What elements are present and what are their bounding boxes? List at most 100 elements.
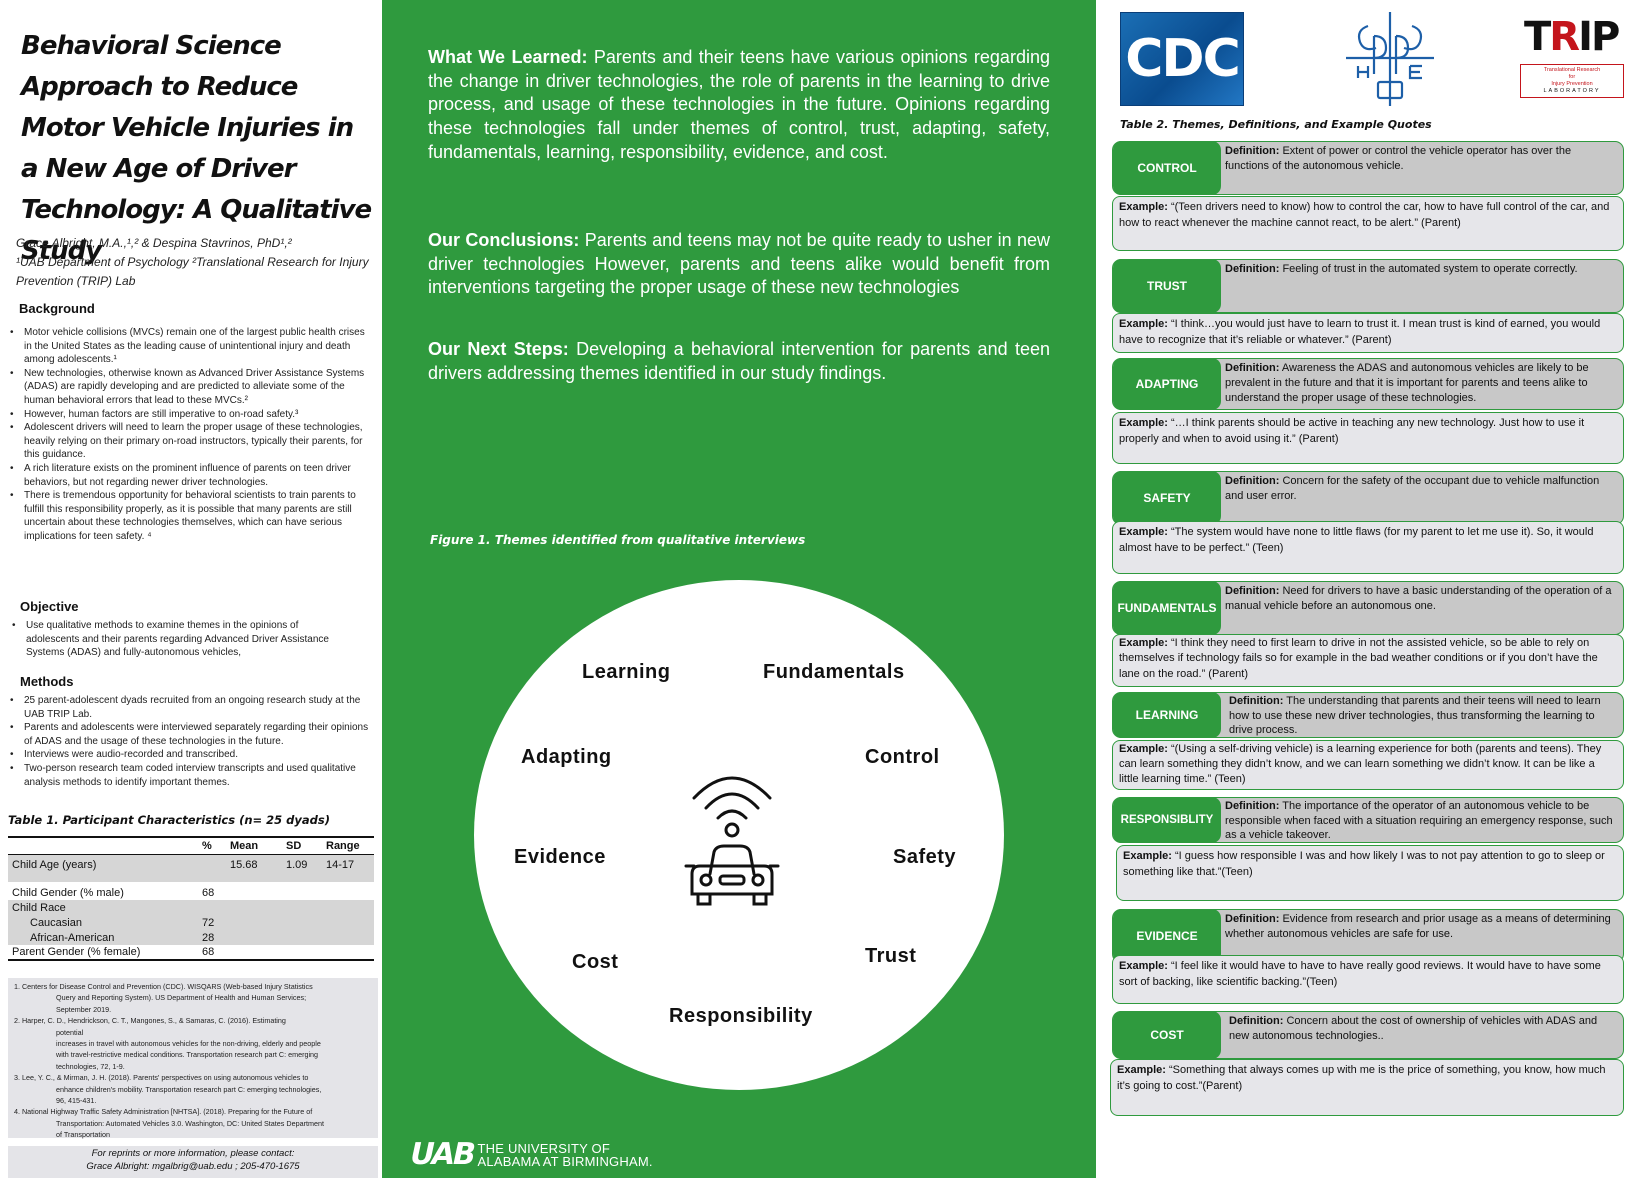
table-cell xyxy=(322,882,374,900)
theme-label: ADAPTING xyxy=(1113,358,1221,410)
table-cell: 68 xyxy=(202,887,215,899)
table-header: SD xyxy=(282,837,322,855)
trip-sub-line: for xyxy=(1568,74,1576,80)
theme-label: SAFETY xyxy=(1113,471,1221,525)
definition-text: Definition: Feeling of trust in the auto… xyxy=(1225,262,1615,277)
table-header-row: % Mean SD Range xyxy=(8,837,374,855)
participant-table: % Mean SD Range Child Age (years) 15.68 … xyxy=(8,836,374,961)
example-body: “I feel like it would have to have to ha… xyxy=(1119,960,1601,988)
methods-heading: Methods xyxy=(20,674,74,689)
theme-label: TRUST xyxy=(1113,259,1221,313)
reference-item: 4. National Highway Traffic Safety Admin… xyxy=(14,1107,313,1117)
reference-cont: increases in travel with autonomous vehi… xyxy=(56,1039,321,1049)
what-we-learned: What We Learned: Parents and their teens… xyxy=(428,46,1050,165)
example-quote-box: Example: “I think they need to first lea… xyxy=(1112,634,1624,687)
table-cell: Parent Gender (% female) xyxy=(12,946,141,958)
reference-cont: technologies, 72, 1-9. xyxy=(56,1061,125,1071)
example-prefix: Example: xyxy=(1119,318,1168,330)
table2-caption: Table 2. Themes, Definitions, and Exampl… xyxy=(1120,118,1432,131)
definition-prefix: Definition: xyxy=(1225,913,1280,925)
table-cell: Child Race xyxy=(8,900,198,915)
theme-label: COST xyxy=(1113,1011,1221,1059)
reference-cont: of Transportation xyxy=(56,1130,110,1140)
table-cell: 14-17 xyxy=(322,854,374,882)
example-body: “I think…you would just have to learn to… xyxy=(1119,318,1601,346)
uab-mark: UAB xyxy=(406,1137,478,1172)
definition-text: Definition: Concern for the safety of th… xyxy=(1225,474,1615,505)
table-cell xyxy=(322,900,374,915)
our-next-steps: Our Next Steps: Developing a behavioral … xyxy=(428,338,1050,385)
theme-definition-row: EVIDENCE Definition: Evidence from resea… xyxy=(1112,909,1624,963)
themes-circle xyxy=(474,580,1004,1090)
next-steps-heading: Our Next Steps: xyxy=(428,339,569,359)
theme-fundamentals: Fundamentals xyxy=(763,661,905,683)
definition-body: Evidence from research and prior usage a… xyxy=(1225,913,1611,941)
objective-heading: Objective xyxy=(20,599,79,614)
example-body: “…I think parents should be active in te… xyxy=(1119,417,1585,445)
table-cell xyxy=(322,945,374,960)
references: 1. Centers for Disease Control and Preve… xyxy=(8,978,378,1140)
uab-text: THE UNIVERSITY OF ALABAMA AT BIRMINGHAM. xyxy=(478,1142,653,1168)
example-quote-box: Example: “I think…you would just have to… xyxy=(1112,313,1624,353)
example-prefix: Example: xyxy=(1119,960,1168,972)
uab-logo: UAB THE UNIVERSITY OF ALABAMA AT BIRMING… xyxy=(406,1137,653,1172)
table-cell xyxy=(282,882,322,900)
cdc-logo-text: CDC xyxy=(1125,29,1240,89)
example-quote-box: Example: “…I think parents should be act… xyxy=(1112,412,1624,464)
table-cell xyxy=(226,930,282,945)
table-cell: 68 xyxy=(202,946,215,958)
table-header: % xyxy=(198,837,226,855)
example-body: “I think they need to first learn to dri… xyxy=(1119,637,1598,680)
theme-definition-row: CONTROL Definition: Extent of power or c… xyxy=(1112,141,1624,195)
list-item: 25 parent-adolescent dyads recruited fro… xyxy=(8,694,370,721)
example-body: “(Using a self-driving vehicle) is a lea… xyxy=(1119,743,1602,786)
table-cell xyxy=(226,945,282,960)
contact-box: For reprints or more information, please… xyxy=(8,1146,378,1178)
example-quote-box: Example: “(Teen drivers need to know) ho… xyxy=(1112,196,1624,251)
authors-block: Grace Albright, M.A.,¹,² & Despina Stavr… xyxy=(16,234,376,291)
example-quote-box: Example: “Something that always comes up… xyxy=(1110,1059,1624,1116)
theme-trust: Trust xyxy=(865,945,917,967)
example-prefix: Example: xyxy=(1117,1064,1166,1076)
list-item: Interviews were audio-recorded and trans… xyxy=(8,748,370,762)
table-cell xyxy=(282,930,322,945)
table-cell xyxy=(226,882,282,900)
definition-text: Definition: Evidence from research and p… xyxy=(1225,912,1615,943)
definition-prefix: Definition: xyxy=(1225,145,1280,157)
theme-safety: Safety xyxy=(893,846,957,868)
reference-cont: Query and Reporting System). US Departme… xyxy=(56,993,307,1003)
example-prefix: Example: xyxy=(1119,526,1168,538)
definition-prefix: Definition: xyxy=(1225,585,1280,597)
poster-title: Behavioral Science Approach to Reduce Mo… xyxy=(21,31,372,266)
definition-prefix: Definition: xyxy=(1229,695,1284,707)
example-body: “Something that always comes up with me … xyxy=(1117,1064,1606,1092)
sophe-logo xyxy=(1346,12,1434,106)
table-cell xyxy=(322,915,374,930)
table-cell xyxy=(322,930,374,945)
example-quote-box: Example: “I feel like it would have to h… xyxy=(1112,955,1624,1004)
affiliations: ¹UAB Department of Psychology ²Translati… xyxy=(16,255,369,288)
definition-text: Definition: The importance of the operat… xyxy=(1225,799,1615,843)
definition-text: Definition: Need for drivers to have a b… xyxy=(1225,584,1615,615)
background-heading: Background xyxy=(19,301,95,316)
theme-definition-row: TRUST Definition: Feeling of trust in th… xyxy=(1112,259,1624,313)
table-cell: 72 xyxy=(198,915,226,930)
definition-text: Definition: Concern about the cost of ow… xyxy=(1229,1014,1619,1045)
list-item: Adolescent drivers will need to learn th… xyxy=(8,421,372,462)
reference-cont: Transportation: Automated Vehicles 3.0. … xyxy=(56,1118,324,1128)
theme-definition-row: RESPONSIBLITY Definition: The importance… xyxy=(1112,797,1624,843)
table-cell: 15.68 xyxy=(226,854,282,882)
definition-text: Definition: The understanding that paren… xyxy=(1229,694,1619,738)
example-prefix: Example: xyxy=(1119,417,1168,429)
reference-cont: enhance children's mobility. Transportat… xyxy=(56,1084,322,1094)
example-body: “(Teen drivers need to know) how to cont… xyxy=(1119,201,1610,229)
table1-caption: Table 1. Participant Characteristics (n=… xyxy=(8,813,330,827)
trip-lab-logo: TRIP Translational Research for Injury P… xyxy=(1514,14,1626,104)
contact-email-line[interactable]: Grace Albright: mgalbrig@uab.edu ; 205-4… xyxy=(86,1160,300,1172)
table-header: Mean xyxy=(226,837,282,855)
definition-body: Concern about the cost of ownership of v… xyxy=(1229,1015,1598,1043)
our-conclusions: Our Conclusions: Parents and teens may n… xyxy=(428,229,1050,300)
center-panel: What We Learned: Parents and their teens… xyxy=(390,0,1096,1178)
definition-body: Awareness the ADAS and autonomous vehicl… xyxy=(1225,362,1589,404)
uab-line2: ALABAMA AT BIRMINGHAM. xyxy=(477,1154,653,1169)
